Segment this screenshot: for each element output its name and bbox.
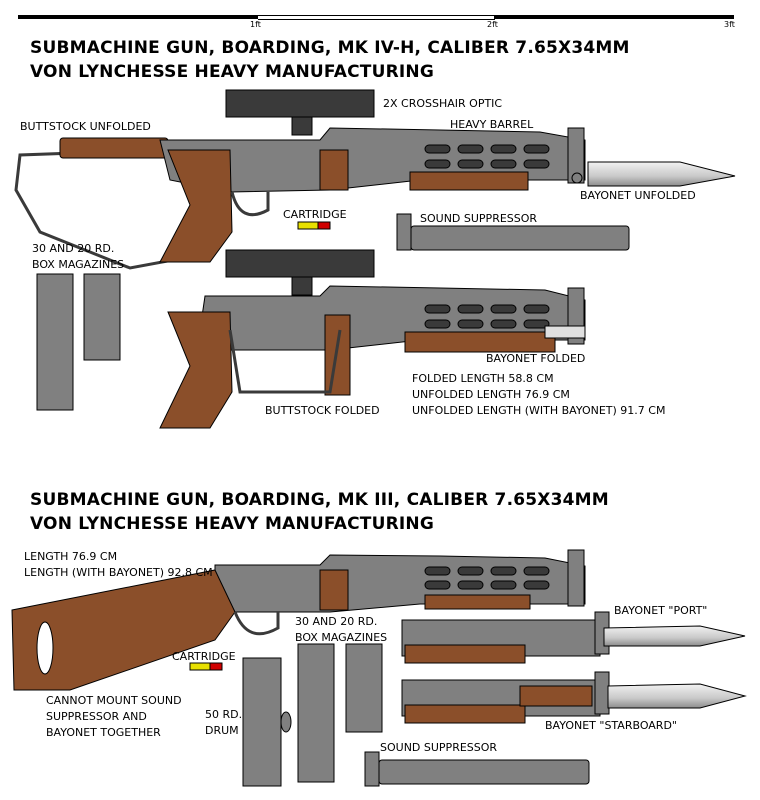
section2-title-line2: VON LYNCHESSE HEAVY MANUFACTURING bbox=[30, 514, 434, 534]
scale-tick-2ft: 2ft bbox=[487, 20, 498, 29]
optic-top bbox=[225, 89, 375, 118]
magazines-1 bbox=[36, 273, 121, 411]
label-buttstock-folded: BUTTSTOCK FOLDED bbox=[265, 404, 380, 417]
pistol-grip bbox=[159, 149, 233, 263]
scale-segment-3 bbox=[494, 15, 734, 19]
drum-magazine bbox=[242, 657, 292, 787]
scale-tick-3ft: 3ft bbox=[724, 20, 735, 29]
cartridge-1 bbox=[297, 221, 331, 230]
label-note-line3: BAYONET TOGETHER bbox=[46, 726, 161, 739]
buttstock-cheek bbox=[59, 137, 169, 159]
label-cartridge-2: CARTRIDGE bbox=[172, 650, 236, 663]
mk4-folded-gun bbox=[159, 249, 586, 429]
label-bayonet-port: BAYONET "PORT" bbox=[614, 604, 708, 617]
section1-title-line2: VON LYNCHESSE HEAVY MANUFACTURING bbox=[30, 62, 434, 82]
scale-segment-1 bbox=[18, 15, 258, 19]
suppressor-2 bbox=[364, 751, 590, 787]
label-unfolded-length-bayonet: UNFOLDED LENGTH (WITH BAYONET) 91.7 CM bbox=[412, 404, 666, 417]
label-drum-line1: 50 RD. bbox=[205, 708, 243, 721]
bayonet-port-assembly bbox=[401, 611, 746, 664]
label-drum-line2: DRUM bbox=[205, 724, 239, 737]
mk3-stock bbox=[11, 569, 236, 691]
front-grip bbox=[319, 149, 349, 191]
lower-handguard bbox=[409, 171, 529, 191]
label-length: LENGTH 76.9 CM bbox=[24, 550, 118, 563]
label-magazines-1-line1: 30 AND 20 RD. bbox=[32, 242, 115, 255]
label-note-line1: CANNOT MOUNT SOUND bbox=[46, 694, 182, 707]
label-optic: 2X CROSSHAIR OPTIC bbox=[383, 97, 503, 110]
label-unfolded-length: UNFOLDED LENGTH 76.9 CM bbox=[412, 388, 570, 401]
label-magazines-2-line1: 30 AND 20 RD. bbox=[295, 615, 378, 628]
label-bayonet-starboard: BAYONET "STARBOARD" bbox=[545, 719, 677, 732]
suppressor-1 bbox=[396, 213, 630, 251]
magazines-2 bbox=[297, 643, 383, 783]
label-suppressor-1: SOUND SUPPRESSOR bbox=[420, 212, 538, 225]
buttstock-wire bbox=[14, 148, 201, 270]
bayonet-unfolded bbox=[587, 161, 736, 187]
label-heavy-barrel: HEAVY BARREL bbox=[450, 118, 534, 131]
label-length-bayonet: LENGTH (WITH BAYONET) 92.8 CM bbox=[24, 566, 213, 579]
label-suppressor-2: SOUND SUPPRESSOR bbox=[380, 741, 498, 754]
label-bayonet-unfolded: BAYONET UNFOLDED bbox=[580, 189, 696, 202]
label-bayonet-folded: BAYONET FOLDED bbox=[486, 352, 586, 365]
bayonet-starboard-assembly bbox=[401, 671, 747, 724]
optic-mount bbox=[291, 116, 313, 136]
cartridge-2 bbox=[189, 662, 223, 671]
mk3-gun bbox=[11, 549, 586, 691]
section1-title-line1: SUBMACHINE GUN, BOARDING, MK IV-H, CALIB… bbox=[30, 38, 630, 58]
label-magazines-1-line2: BOX MAGAZINES bbox=[32, 258, 125, 271]
section2-title-line1: SUBMACHINE GUN, BOARDING, MK III, CALIBE… bbox=[30, 490, 609, 510]
label-cartridge-1: CARTRIDGE bbox=[283, 208, 347, 221]
mk4-unfolded-gun bbox=[14, 89, 736, 270]
label-note-line2: SUPPRESSOR AND bbox=[46, 710, 147, 723]
label-buttstock-unfolded: BUTTSTOCK UNFOLDED bbox=[20, 120, 151, 133]
label-magazines-2-line2: BOX MAGAZINES bbox=[295, 631, 388, 644]
scale-tick-1ft: 1ft bbox=[250, 20, 261, 29]
label-folded-length: FOLDED LENGTH 58.8 CM bbox=[412, 372, 554, 385]
